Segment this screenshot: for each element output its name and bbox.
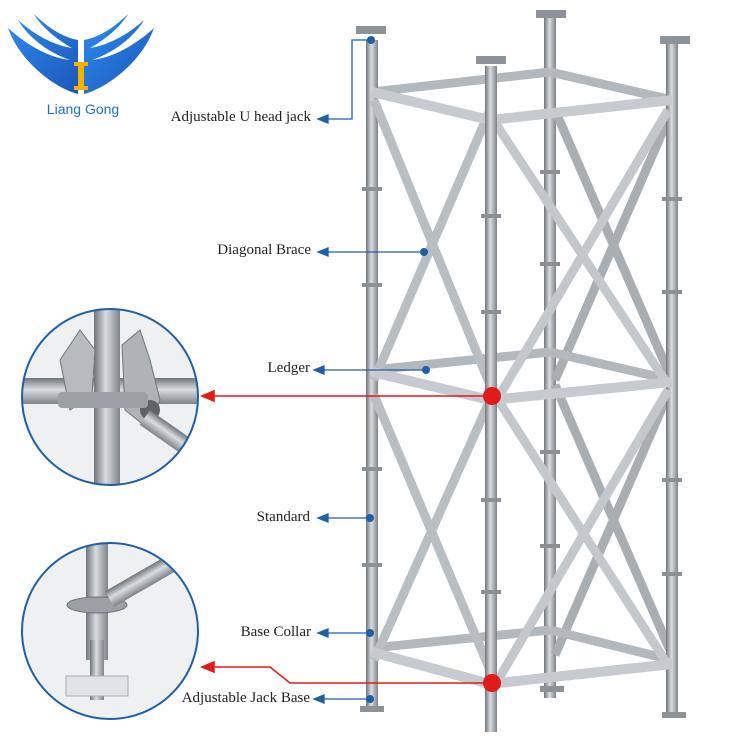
standard-back xyxy=(544,18,556,698)
liang-gong-logo xyxy=(8,14,154,94)
brand-name: Liang Gong xyxy=(46,101,120,117)
scaffold-tower xyxy=(356,10,690,732)
label-diagonal-brace: Diagonal Brace xyxy=(217,242,311,258)
jack-base-detail xyxy=(21,542,199,720)
highlight-callouts xyxy=(199,387,501,692)
label-jack-base: Adjustable Jack Base xyxy=(181,690,310,706)
ledger-joint-marker xyxy=(483,387,501,405)
label-base-collar: Base Collar xyxy=(240,624,311,640)
label-u-head-jack: Adjustable U head jack xyxy=(170,109,311,125)
ledger-connection-detail xyxy=(21,308,199,486)
label-ledger: Ledger xyxy=(267,360,310,376)
leader-lines xyxy=(312,36,430,704)
jack-base-marker xyxy=(483,674,501,692)
label-standard: Standard xyxy=(256,509,310,525)
standard-right xyxy=(666,44,678,718)
